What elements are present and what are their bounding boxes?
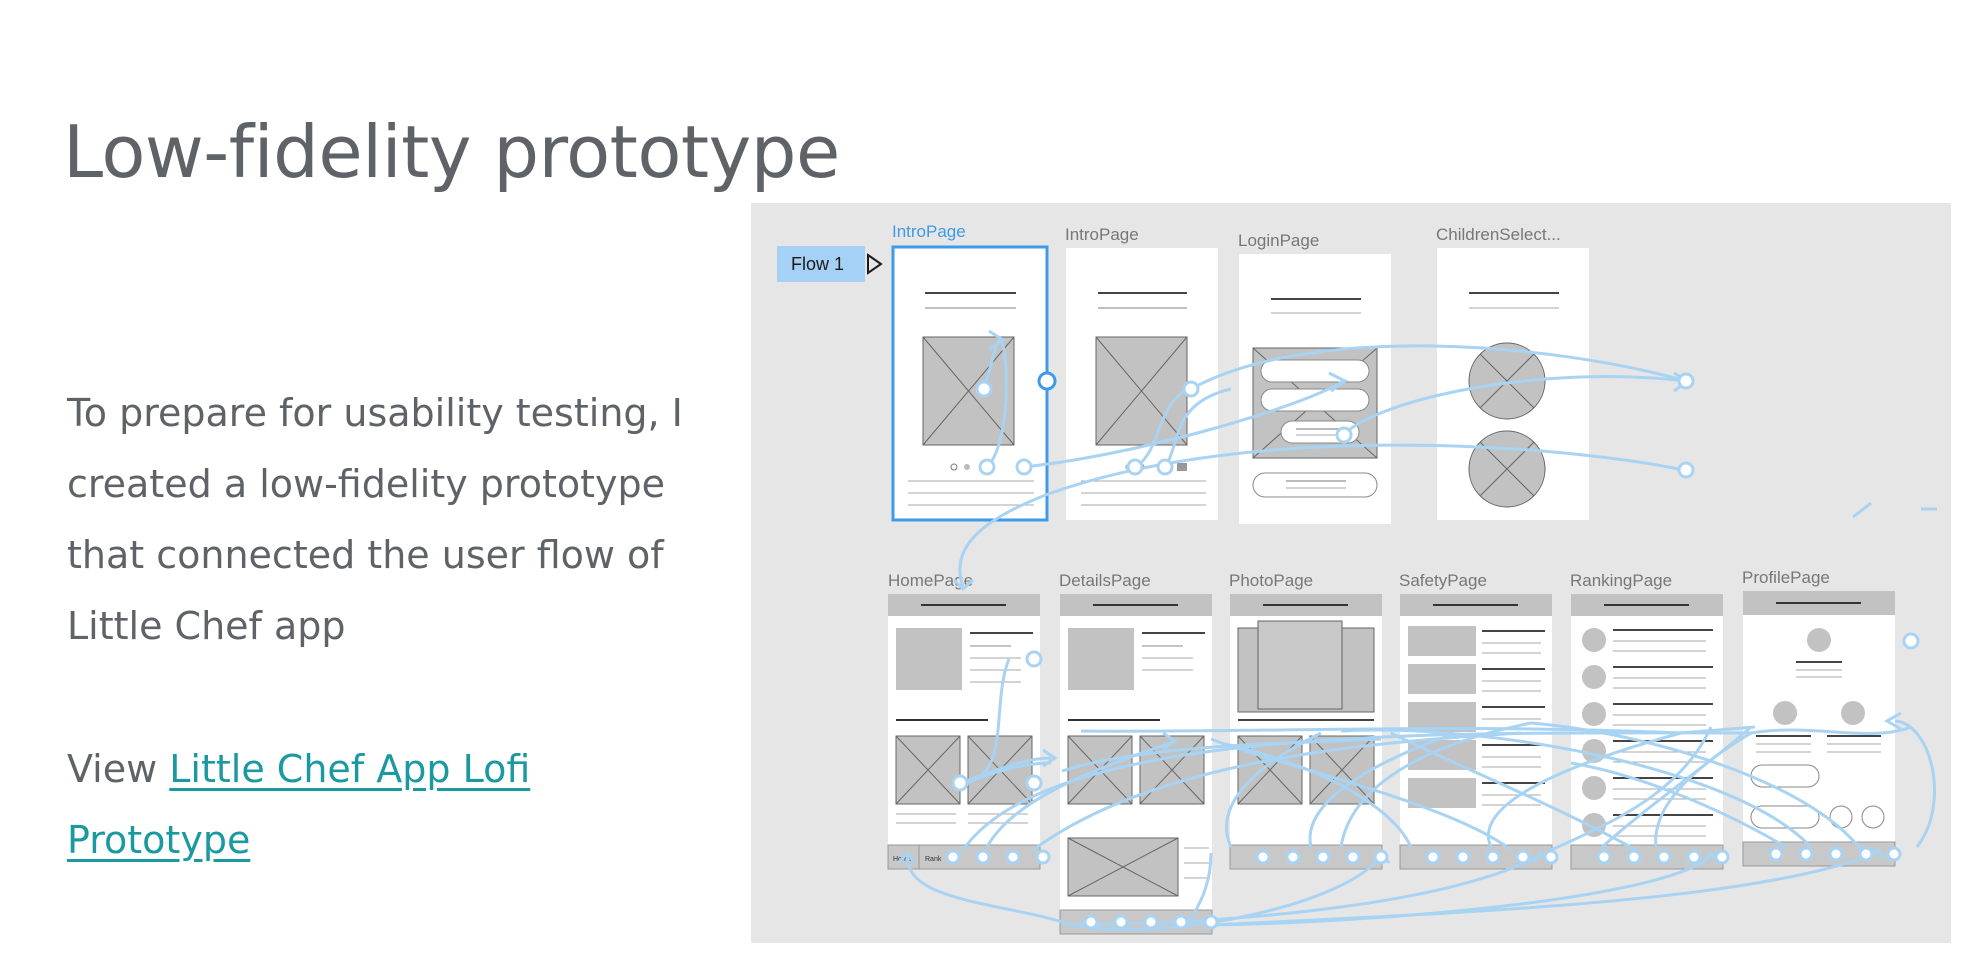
frame-label-photo: PhotoPage — [1229, 571, 1313, 590]
frame-label-children: ChildrenSelect... — [1436, 225, 1561, 244]
frame-label-login: LoginPage — [1238, 231, 1319, 250]
frame-label-profile: ProfilePage — [1742, 568, 1830, 587]
frame-intro-1[interactable] — [891, 245, 1049, 522]
frame-label-home: HomePage — [888, 571, 973, 590]
frame-label-safety: SafetyPage — [1399, 571, 1487, 590]
link-prefix: View — [67, 747, 170, 791]
flow-connectors — [906, 339, 1937, 931]
start-hotspot[interactable] — [1037, 371, 1057, 391]
flow-start-tag[interactable]: Flow 1 — [777, 246, 883, 282]
frame-label-intro-2: IntroPage — [1065, 225, 1139, 244]
play-icon — [867, 253, 883, 275]
flow-hotspots — [945, 372, 1920, 930]
prototype-link[interactable]: Little Chef App Lofi Prototype — [67, 747, 531, 862]
frame-label-details: DetailsPage — [1059, 571, 1151, 590]
link-paragraph: View Little Chef App Lofi Prototype — [67, 734, 707, 876]
flow-label: Flow 1 — [791, 254, 844, 274]
prototype-canvas: Flow 1 IntroPage IntroPage LoginPage — [751, 203, 1951, 943]
frame-profile[interactable] — [1742, 591, 1896, 867]
nav-rank-label: Rank — [925, 856, 942, 863]
frame-label-ranking: RankingPage — [1570, 571, 1672, 590]
frame-login[interactable] — [1239, 254, 1391, 524]
frame-home[interactable]: Home Rank — [887, 594, 1041, 870]
frame-children-select[interactable] — [1437, 248, 1589, 520]
frame-safety[interactable] — [1399, 594, 1553, 870]
slide-title: Low-fidelity prototype — [63, 110, 840, 195]
slide-description: To prepare for usability testing, I crea… — [67, 391, 683, 648]
frame-label-intro-1: IntroPage — [892, 222, 966, 241]
